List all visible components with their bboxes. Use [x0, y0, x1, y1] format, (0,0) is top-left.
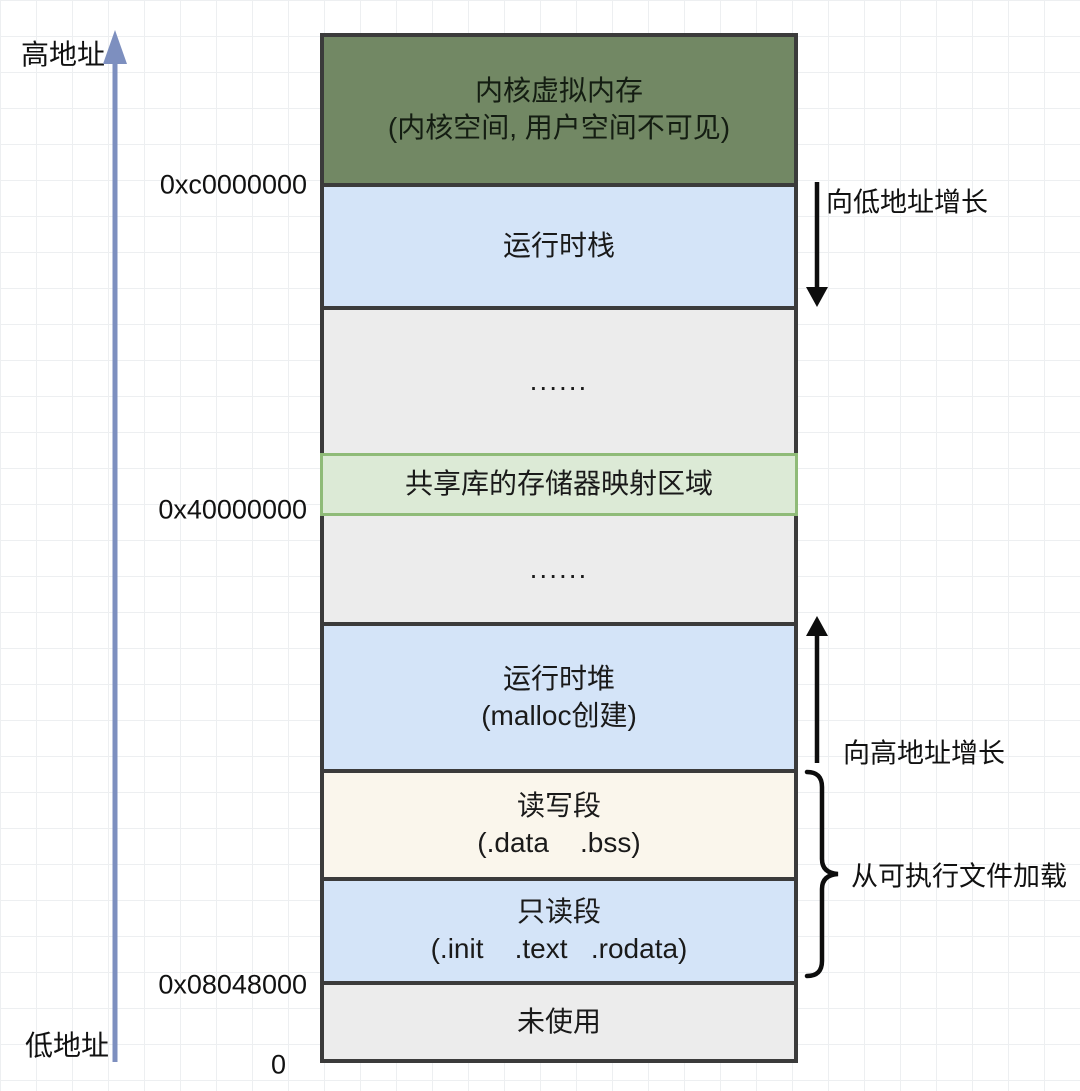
- high-address-label: 高地址: [21, 39, 106, 70]
- grow-to-low-address-label: 向低地址增长: [826, 187, 988, 218]
- region-ellipsis-2: ......: [320, 512, 798, 626]
- region-kernel-subtitle: (内核空间, 用户空间不可见): [387, 112, 731, 143]
- region-runtime-heap-title: 运行时堆: [502, 662, 615, 694]
- region-ro-segment-subtitle: (.init .text .rodata): [430, 933, 688, 964]
- load-from-executable-label: 从可执行文件加载: [851, 861, 1067, 892]
- region-runtime-stack-title: 运行时栈: [502, 230, 615, 262]
- load-from-executable-brace: [804, 769, 839, 979]
- region-unused: 未使用: [320, 981, 798, 1063]
- low-address-label: 低地址: [25, 1030, 110, 1061]
- region-ellipsis-1: ......: [320, 306, 798, 457]
- address-label-0x08048000: 0x08048000: [158, 969, 307, 1000]
- grow-up-arrow-icon: [806, 616, 828, 763]
- region-runtime-heap-subtitle: (malloc创建): [481, 699, 637, 731]
- region-shared-lib-title: 共享库的存储器映射区域: [404, 468, 713, 500]
- address-axis-arrow-icon: [103, 30, 127, 1062]
- region-ellipsis-1-text: ......: [529, 365, 589, 397]
- address-label-0xc0000000: 0xc0000000: [159, 169, 307, 200]
- region-shared-lib: 共享库的存储器映射区域: [320, 453, 798, 516]
- address-label-zero: 0: [270, 1049, 286, 1080]
- region-ro-segment: 只读段 (.init .text .rodata): [320, 877, 798, 985]
- region-kernel-title: 内核虚拟内存: [474, 75, 643, 107]
- region-runtime-heap: 运行时堆 (malloc创建): [320, 622, 798, 773]
- region-rw-segment: 读写段 (.data .bss): [320, 769, 798, 881]
- grow-down-arrow-icon: [806, 182, 828, 307]
- address-label-0x40000000: 0x40000000: [158, 494, 307, 525]
- grow-to-high-address-label: 向高地址增长: [843, 738, 1005, 769]
- region-rw-segment-subtitle: (.data .bss): [477, 827, 641, 858]
- region-unused-title: 未使用: [516, 1005, 601, 1037]
- region-rw-segment-title: 读写段: [516, 790, 601, 822]
- region-runtime-stack: 运行时栈: [320, 183, 798, 310]
- region-ro-segment-title: 只读段: [516, 896, 601, 928]
- region-ellipsis-2-text: ......: [529, 552, 589, 584]
- region-kernel: 内核虚拟内存 (内核空间, 用户空间不可见): [320, 33, 798, 187]
